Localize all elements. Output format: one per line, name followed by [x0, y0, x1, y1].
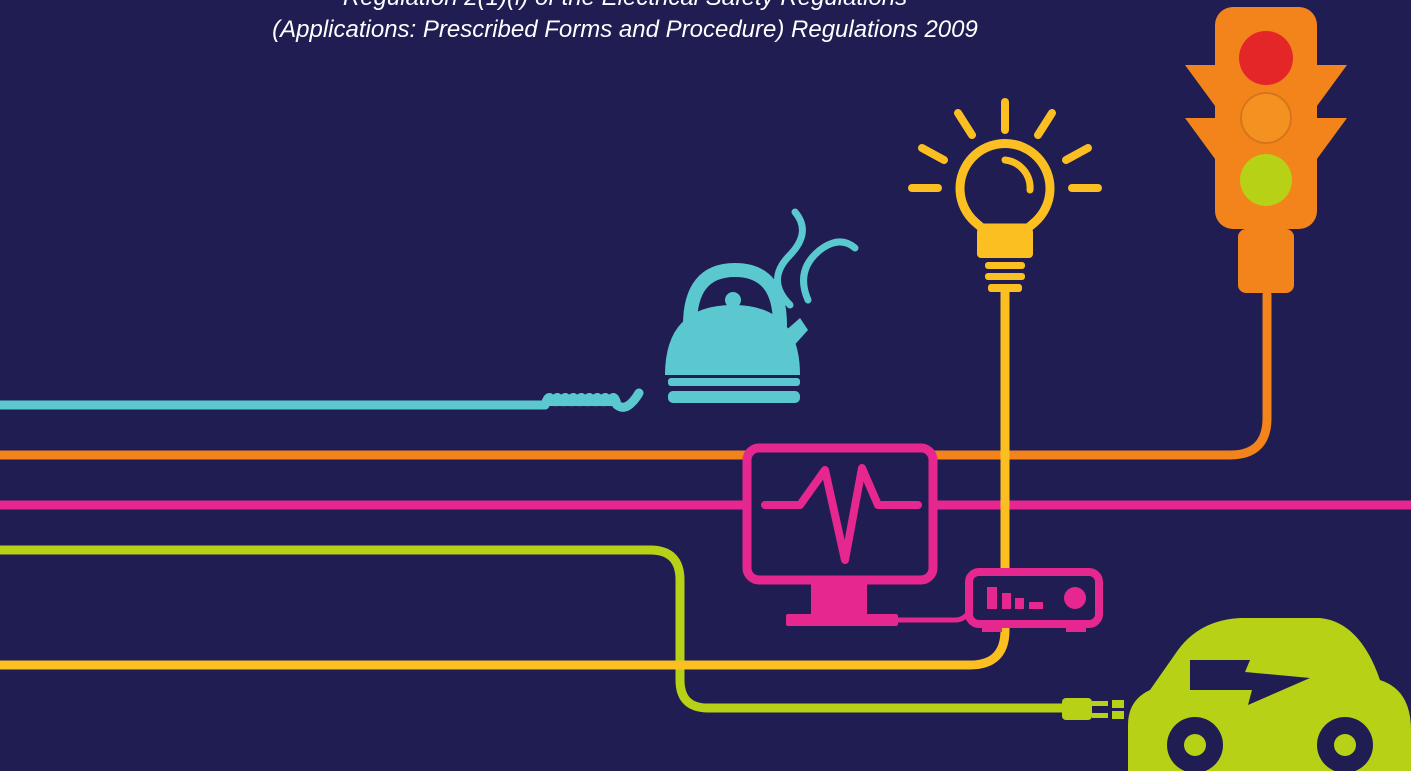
projector-icon: [965, 568, 1103, 632]
caption-line-1: Regulation 2(1)(i) of the Electrical Saf…: [0, 0, 1250, 13]
traffic-light-icon: [1185, 7, 1347, 293]
orange-cable: [0, 290, 1272, 460]
electric-car-icon: [1128, 618, 1411, 771]
plug-icon: [1062, 698, 1124, 720]
yellow-cable: [0, 287, 1010, 670]
caption-line-2: (Applications: Prescribed Forms and Proc…: [272, 16, 978, 43]
cyan-cable: [0, 388, 644, 412]
monitor-heartbeat-icon: [742, 443, 973, 626]
kettle-icon: [665, 208, 859, 403]
lime-cable: [0, 545, 1075, 713]
light-bulb-icon: [908, 98, 1102, 292]
